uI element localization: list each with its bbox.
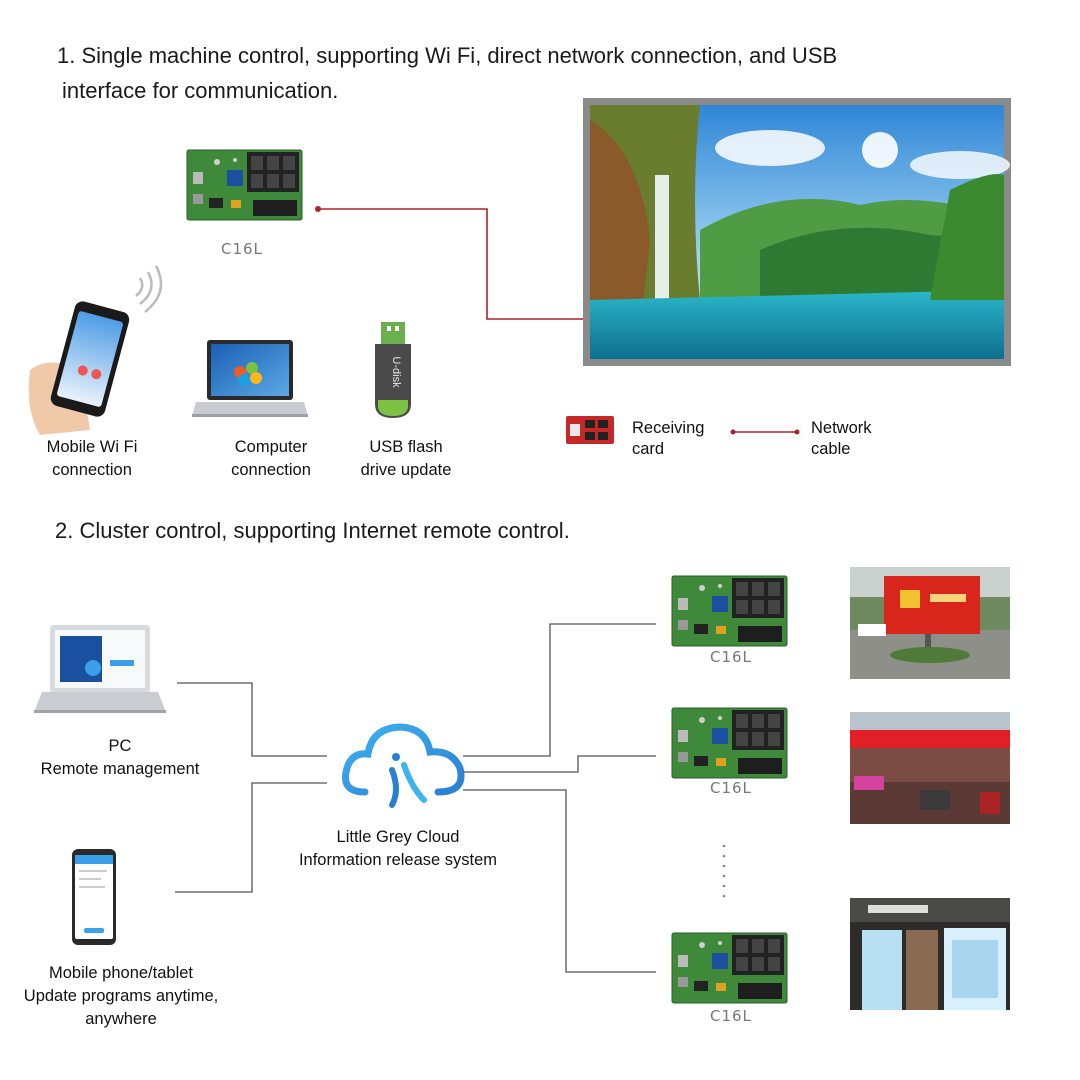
controller-card-3 (671, 932, 788, 1004)
usb-drive-label: U-disk (390, 356, 402, 388)
caption-computer: Computer connection (206, 436, 336, 482)
outdoor-billboard-photo (850, 567, 1010, 679)
pc-laptop-icon (34, 625, 166, 713)
legend-receiving-card-line1: Receiving (632, 419, 705, 437)
legend-receiving-card: Receiving card (632, 418, 704, 460)
wifi-icon (135, 265, 163, 313)
phone-icon (28, 301, 130, 435)
led-display-screen (583, 98, 1011, 366)
caption-cloud-line1: Little Grey Cloud (336, 828, 460, 846)
laptop-icon (192, 340, 308, 417)
caption-pc: PC Remote management (20, 735, 220, 781)
connection-lines-left (175, 682, 327, 893)
caption-usb-line1: USB flash (369, 438, 443, 456)
caption-pc-line2: Remote management (40, 760, 200, 778)
connection-lines-right (463, 623, 656, 973)
legend-network-cable: Network cable (811, 418, 872, 460)
caption-pc-line1: PC (108, 737, 132, 755)
caption-computer-line1: Computer (234, 438, 308, 456)
shopfront-glass-led-photo (850, 898, 1010, 1010)
legend-network-cable-line1: Network (811, 419, 872, 437)
caption-mobile-line3: anywhere (85, 1010, 157, 1028)
receiving-card-icon (566, 416, 614, 444)
controller-card-2 (671, 707, 788, 779)
caption-mobile-line2: Update programs anytime, (23, 987, 219, 1005)
caption-mobile-wifi: Mobile Wi Fi connection (28, 436, 156, 482)
section1-heading: 1. Single machine control, supporting Wi… (57, 38, 1057, 108)
card-label-3: C16L (710, 1007, 752, 1025)
storefront-led-strip-photo (850, 712, 1010, 824)
legend-network-cable-line2: cable (811, 440, 851, 458)
mobile-phone-icon (72, 849, 116, 945)
controller-card-c16l-top (186, 149, 303, 221)
section1-heading-line2: interface for communication. (62, 78, 339, 103)
caption-cloud-line2: Information release system (298, 851, 498, 869)
caption-usb: USB flash drive update (341, 436, 471, 482)
section2-heading: 2. Cluster control, supporting Internet … (55, 518, 570, 543)
caption-computer-line2: connection (231, 461, 311, 479)
card-label-1: C16L (710, 648, 752, 666)
network-cable-legend (730, 429, 800, 435)
caption-mobile-tablet: Mobile phone/tablet Update programs anyt… (5, 962, 237, 1031)
usb-drive-icon: U-disk (375, 322, 411, 418)
caption-mobile-wifi-line2: connection (52, 461, 132, 479)
card-label-2: C16L (710, 779, 752, 797)
caption-mobile-wifi-line1: Mobile Wi Fi (46, 438, 138, 456)
caption-cloud: Little Grey Cloud Information release sy… (278, 826, 518, 872)
card-label-top: C16L (221, 240, 263, 258)
more-cards-ellipsis (722, 844, 726, 898)
caption-mobile-line1: Mobile phone/tablet (48, 964, 194, 982)
cloud-logo-icon (342, 723, 465, 808)
network-cable-line (318, 208, 584, 320)
caption-usb-line2: drive update (360, 461, 452, 479)
section1-heading-line1: 1. Single machine control, supporting Wi… (57, 43, 838, 68)
legend-receiving-card-line2: card (632, 440, 665, 458)
controller-card-1 (671, 575, 788, 647)
